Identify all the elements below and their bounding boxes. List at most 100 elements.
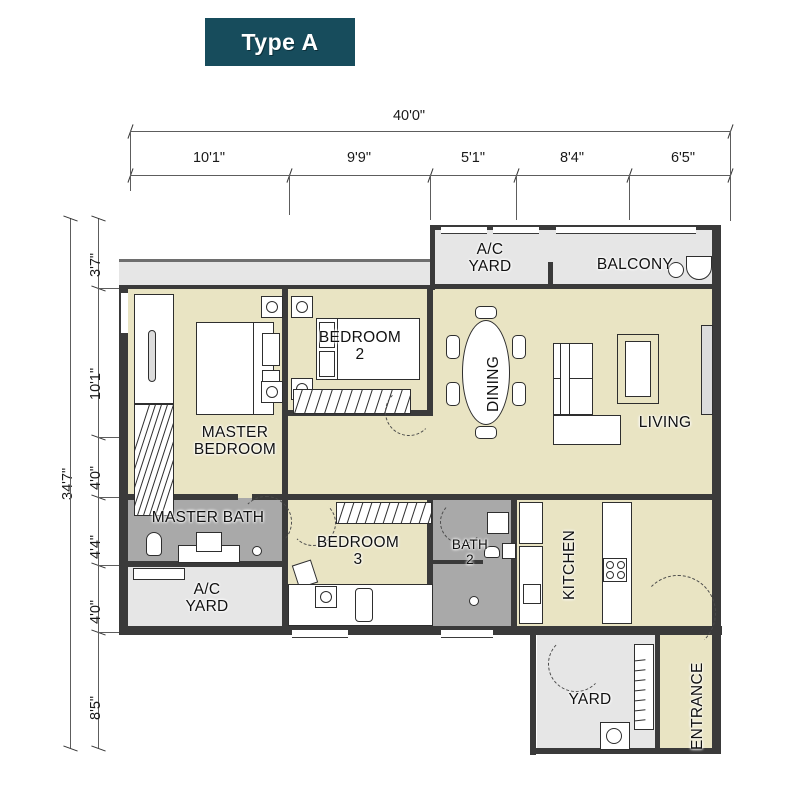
window-acyard-top-2 [493,226,539,234]
room-label-line-2: YARD [468,257,512,275]
window-acyard-top [441,226,487,234]
dim-extension-line [98,632,128,633]
entrance-shoe-cabinet [634,644,654,730]
living-coffee-table-outer [617,334,659,404]
left-segment-dimension-6: 8'5" [88,695,104,720]
bath2-sink [502,543,516,559]
wall-master-bed2-divider [282,288,288,473]
nightstand-lamp-icon [296,301,308,313]
living-sofa-arm [560,343,570,415]
dining-table [462,320,510,425]
type-badge: Type A [205,18,355,66]
dim-extension-line [516,175,517,220]
wall-exterior-bottom-left [119,626,289,635]
room-label-master-bath: MASTER BATH [151,509,265,526]
nightstand-lamp-icon [320,591,332,603]
dim-extension-line [130,131,131,191]
wall-bath2-right [511,498,517,632]
dining-chair-right-2 [512,382,526,406]
top-segment-dimension-3: 5'1" [460,150,486,166]
window-bath2-bottom [441,629,493,638]
master-bath-shower-head [252,546,262,556]
room-label-line-1: A/C [476,241,504,258]
entrance-door-swing [640,575,716,651]
master-wardrobe-upper [134,294,174,404]
top-overall-dim-line [130,131,730,132]
wall-bath2-inner [433,560,483,564]
wall-yard-bottom [530,748,720,754]
window-master-left [121,292,128,334]
dim-extension-line [98,437,128,438]
left-segment-dimension-5: 4'0" [88,599,104,624]
window-balcony-top [556,226,696,234]
dining-chair-left-2 [446,382,460,406]
room-label-entrance: ENTRANCE [689,662,706,750]
kitchen-cabinet-upper [519,502,543,544]
room-label-ac-yard-left: A/C YARD [185,581,228,615]
left-segment-dimension-4: 4'4" [88,534,104,559]
left-overall-dim-line [70,218,71,748]
wardrobe-handle [148,330,156,382]
bath2-door-swing [440,500,484,544]
wall-bath-bedroom3-divider [282,498,288,632]
room-label-line-2: 3 [353,550,363,568]
dim-extension-line [98,288,128,289]
wall-acyard-balcony-divider [548,262,553,289]
bedroom3-pillow [355,588,373,622]
wall-entrance-right [712,630,721,754]
wall-yard-left [530,630,536,755]
wall-upper-left-outer [119,259,434,262]
room-entrance-floor [660,632,718,752]
dim-extension-line [629,175,630,220]
room-label-yard: YARD [568,691,612,708]
balcony-side-table [668,262,684,278]
wall-bedroom3-bottom [286,626,436,635]
top-overall-dimension: 40'0" [392,108,426,124]
wall-bedroom3-top [286,494,433,500]
wall-masterbath-bottom [128,561,286,567]
living-sofa-chaise [553,415,621,445]
top-segment-dimension-2: 9'9" [346,150,372,166]
wall-acyard-bottom [433,284,623,289]
left-segment-dimension-2: 10'1" [88,367,104,400]
wall-kitchen-bottom [517,626,722,635]
left-segment-dim-line [98,218,99,748]
nightstand-lamp-icon [266,386,278,398]
room-label-master-bedroom: MASTER BEDROOM [194,424,276,458]
top-segment-dimension-1: 10'1" [192,150,226,166]
dining-chair-right-1 [512,335,526,359]
room-label-ac-yard-top: A/C YARD [468,241,512,275]
bedroom2-door-swing [385,388,433,436]
wall-master-corner [282,470,288,500]
living-sofa-cushion-1 [553,343,593,379]
room-label-bath-2: BATH 2 [452,537,488,567]
wall-living-kitchen-divider [433,494,718,500]
wall-acyard-left [430,225,435,290]
ac-yard-balcony-band [433,228,718,288]
master-bath-toilet [146,532,162,556]
stove-burner-icon [606,571,614,579]
dim-extension-line [289,175,290,215]
room-label-line-1: BEDROOM [316,534,400,551]
room-label-line-1: A/C [193,581,221,598]
wall-bedroom3-right [427,498,433,632]
nightstand-lamp-icon [266,301,278,313]
stove-burner-icon [617,571,625,579]
dining-chair-bottom [475,426,497,439]
bedroom2-pillow-2 [319,351,335,377]
yard-door-swing [548,636,604,692]
wall-masterbath-top-left [128,494,238,500]
bath2-shower-head [469,596,479,606]
dim-extension-line [98,565,128,566]
room-label-line-1: MASTER [201,424,269,441]
wall-exterior-left [119,285,128,635]
washing-machine-drum-icon [606,728,622,744]
upper-left-service-strip [119,262,433,288]
room-label-kitchen: KITCHEN [561,529,578,600]
dim-extension-line [430,175,431,220]
master-pillow-1 [262,333,280,366]
living-tv-console [701,325,713,415]
master-bath-sink [196,532,222,552]
left-segment-dimension-1: 3'7" [88,252,104,277]
